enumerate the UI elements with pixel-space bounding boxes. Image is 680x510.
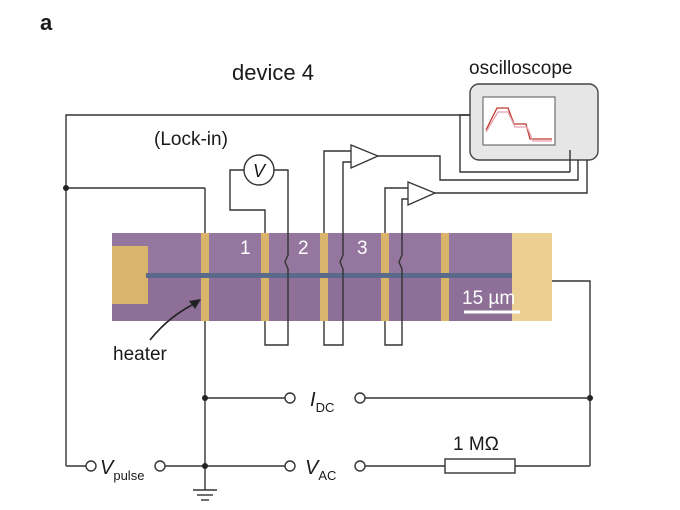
heater-arrowhead [189,299,201,309]
idc-label: IDC [310,389,334,415]
oscilloscope-screen [482,96,556,146]
voltmeter-label: V [253,161,267,181]
vac-label: VAC [305,457,336,483]
device-title: device 4 [232,60,314,85]
electrode-top [441,233,449,273]
contact-label-1: 1 [240,238,251,259]
junction-dot [202,395,208,401]
contact-label-2: 2 [298,238,309,259]
idc-terminal-right [354,392,366,404]
amp2-input-a [384,187,408,233]
vpulse-subscript: pulse [113,468,144,483]
chip-top-band [112,233,552,273]
vpulse-terminal-left [85,460,97,472]
vpulse-symbol: V [100,457,115,479]
idc-terminal-left [284,392,296,404]
vpulse-terminal-right [154,460,166,472]
wiring [63,114,593,501]
idc-symbol: I [310,389,316,411]
amp1-input-b [323,161,351,346]
electrode-top [320,233,328,273]
vac-terminal-right [354,460,366,472]
electrode-top [261,233,269,273]
lockin-wire-right [264,169,289,346]
heater-label: heater [113,344,168,365]
vac-subscript: AC [318,468,336,483]
right-bus [552,280,591,466]
electrode-bottom [441,278,449,321]
scope-trace-pink [485,111,552,142]
junction-dot [202,463,208,469]
device-micrograph: 1 2 3 15 µm [112,233,552,321]
lockin-wire-left [229,169,266,233]
electrode-bottom [381,278,389,321]
resistor-label: 1 MΩ [453,434,499,455]
amplifier-2 [407,181,437,207]
amp2-input-b [384,198,408,346]
junction-dot [63,185,69,191]
electrode-bottom [261,278,269,321]
amp1-output [378,155,579,181]
vac-symbol: V [305,457,320,479]
vac-terminal-left [284,460,296,472]
channel [146,273,512,278]
amp1-input-a [323,150,351,233]
electrode-top [381,233,389,273]
amp2-output [435,160,588,194]
contact-label-3: 3 [357,238,368,259]
electrode-bottom [201,278,209,321]
panel-label: a [40,10,53,35]
left-pad [112,246,148,304]
vpulse-label: Vpulse [100,457,144,483]
scope-trigger-wire [65,114,470,466]
lockin-label: (Lock-in) [154,129,228,150]
scale-bar-label: 15 µm [462,288,515,309]
electrode-bottom [320,278,328,321]
electrode-top [201,233,209,273]
oscilloscope: oscilloscope [469,58,599,161]
scope-trigger-end [459,114,570,173]
idc-subscript: DC [316,400,335,415]
oscilloscope-label: oscilloscope [469,58,573,79]
amplifier-1 [350,144,380,170]
resistor [444,458,516,474]
right-pad [512,233,552,321]
